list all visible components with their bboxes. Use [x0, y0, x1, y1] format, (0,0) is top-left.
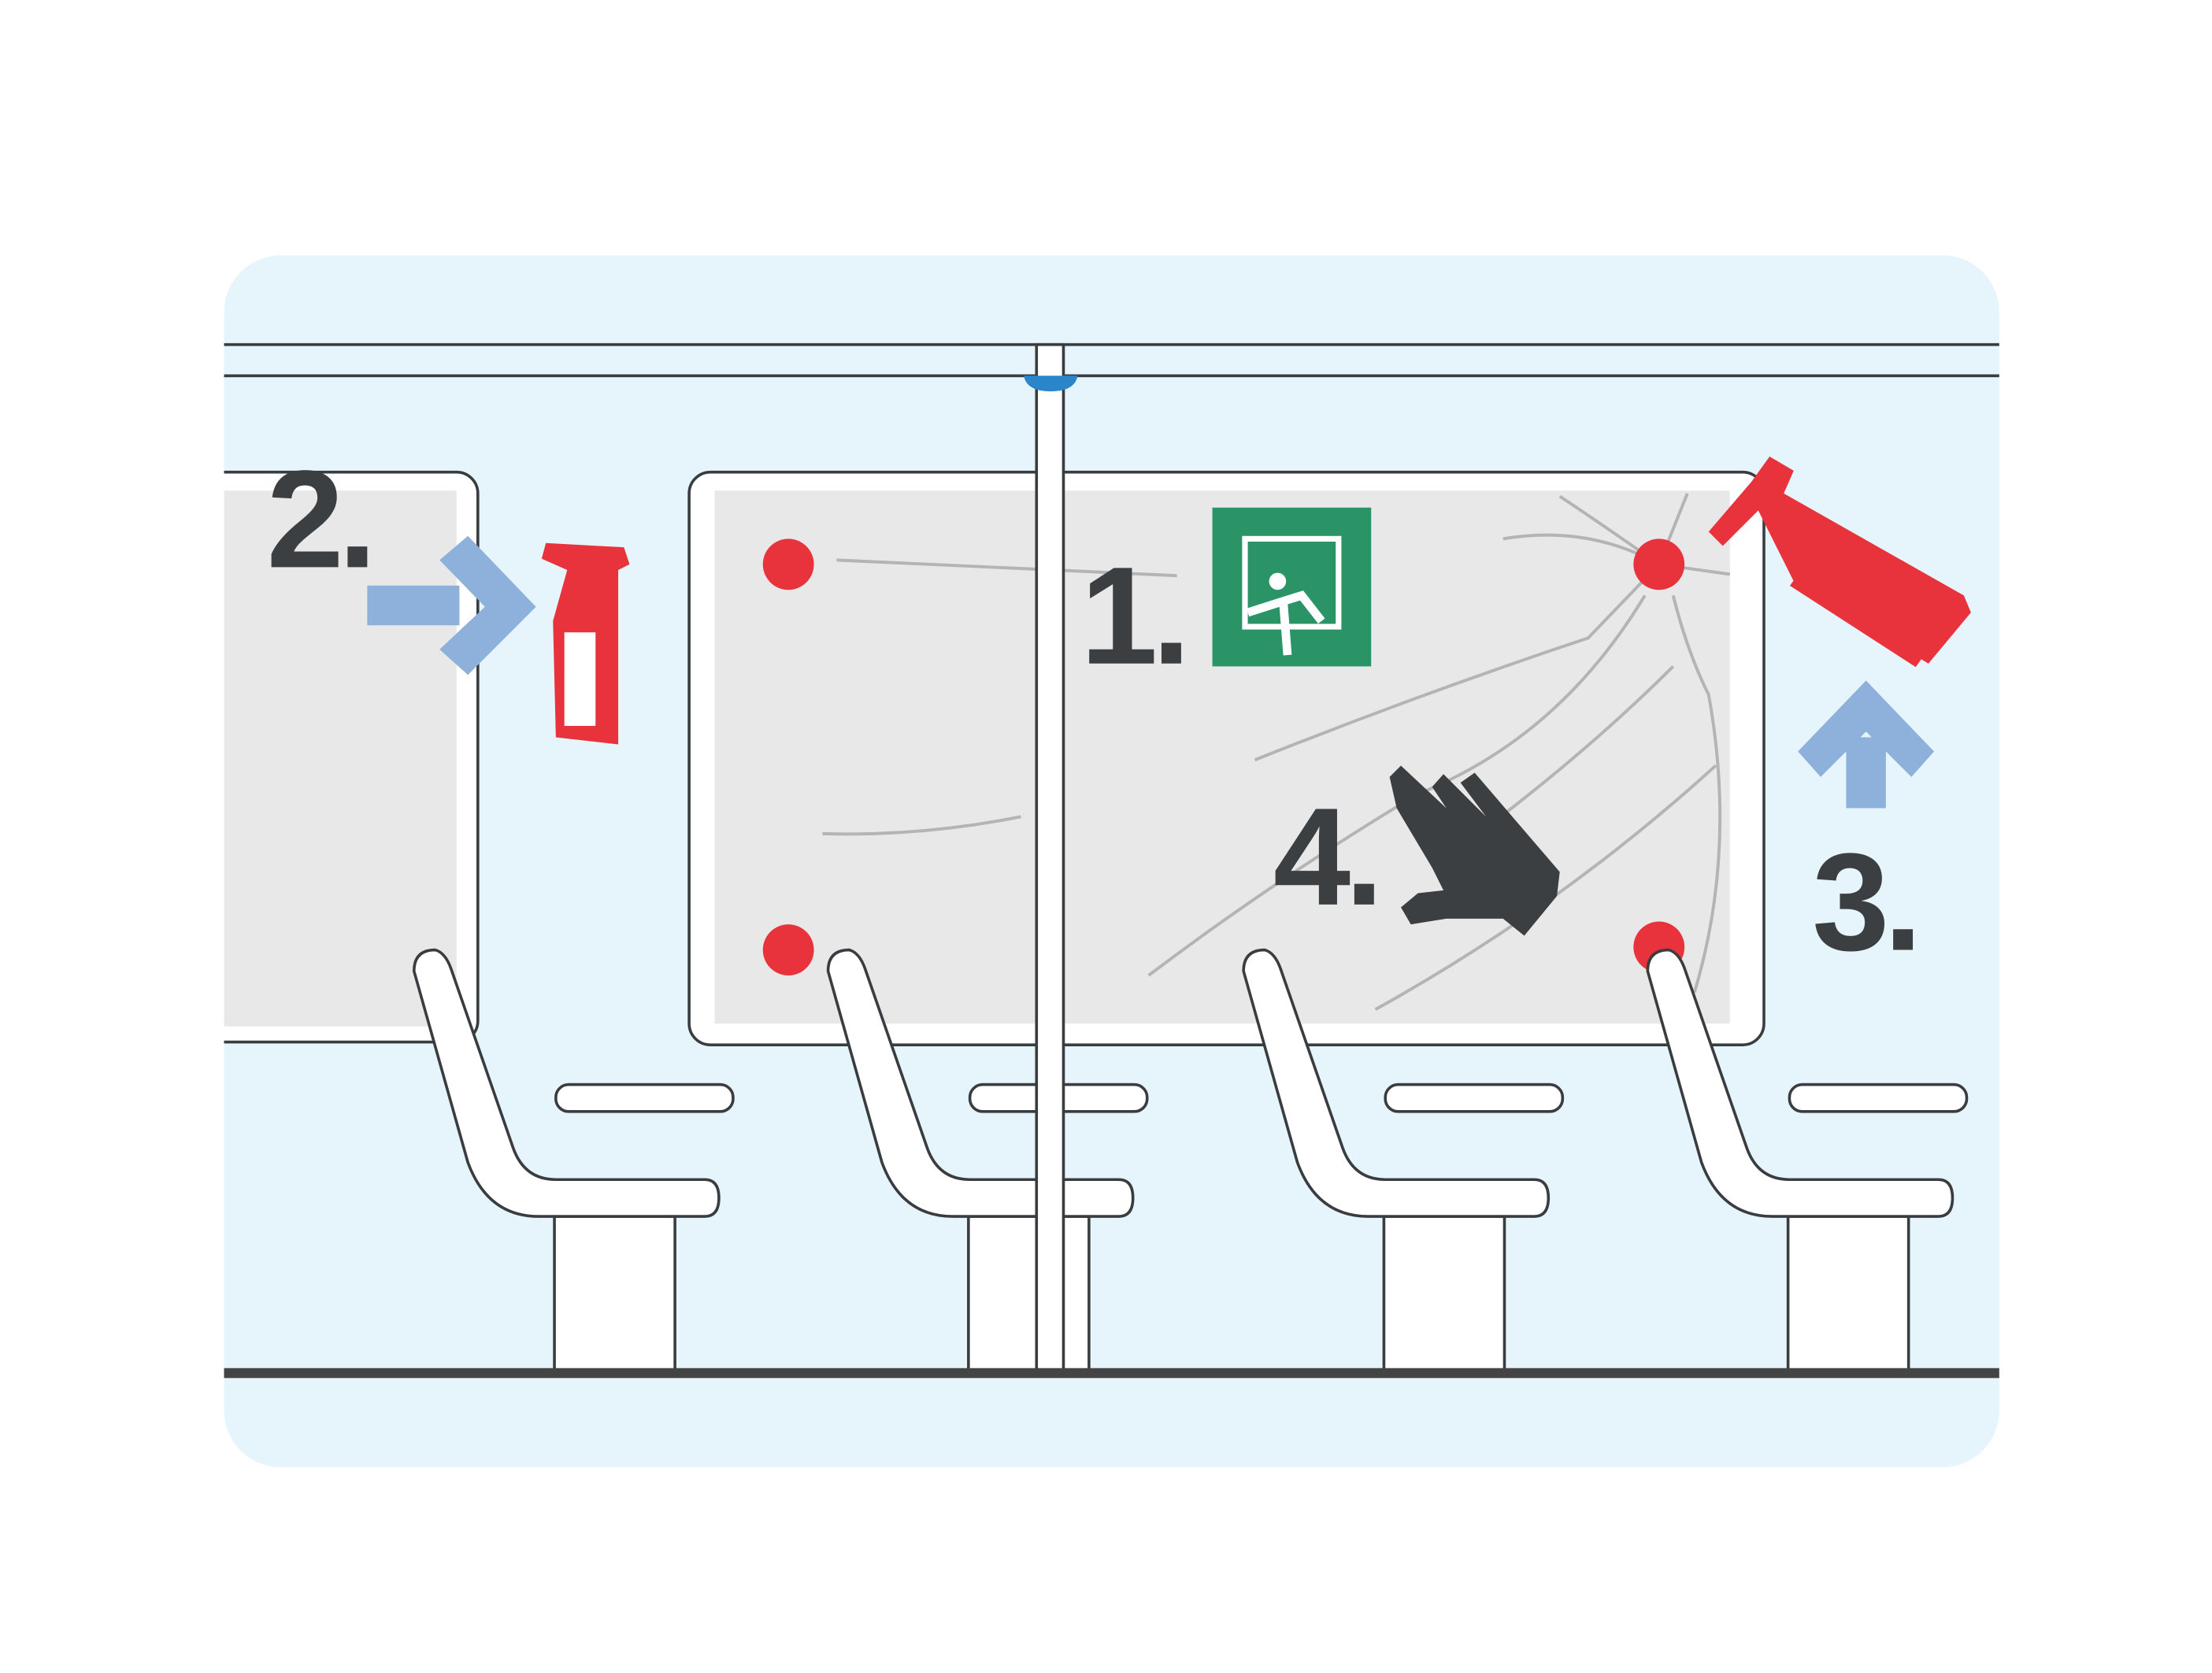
step-3-label: 3. — [1812, 825, 1917, 980]
arrow-right-icon — [367, 535, 536, 675]
emergency-exit-sign-icon — [1212, 507, 1372, 667]
step-2-label: 2. — [267, 442, 372, 597]
window-corner-point — [1633, 539, 1685, 590]
step-1-label: 1. — [1080, 539, 1185, 694]
grab-pole — [1024, 342, 1078, 1374]
floor — [224, 1368, 1999, 1379]
hand-icon — [1389, 765, 1560, 936]
window-corner-point — [762, 539, 814, 590]
arrow-up-icon — [1798, 680, 1935, 809]
safety-hammer-icon — [1708, 456, 1971, 668]
step-4-label: 4. — [1273, 779, 1378, 935]
window-corner-point — [762, 924, 814, 975]
safety-hammer-icon — [541, 542, 630, 745]
